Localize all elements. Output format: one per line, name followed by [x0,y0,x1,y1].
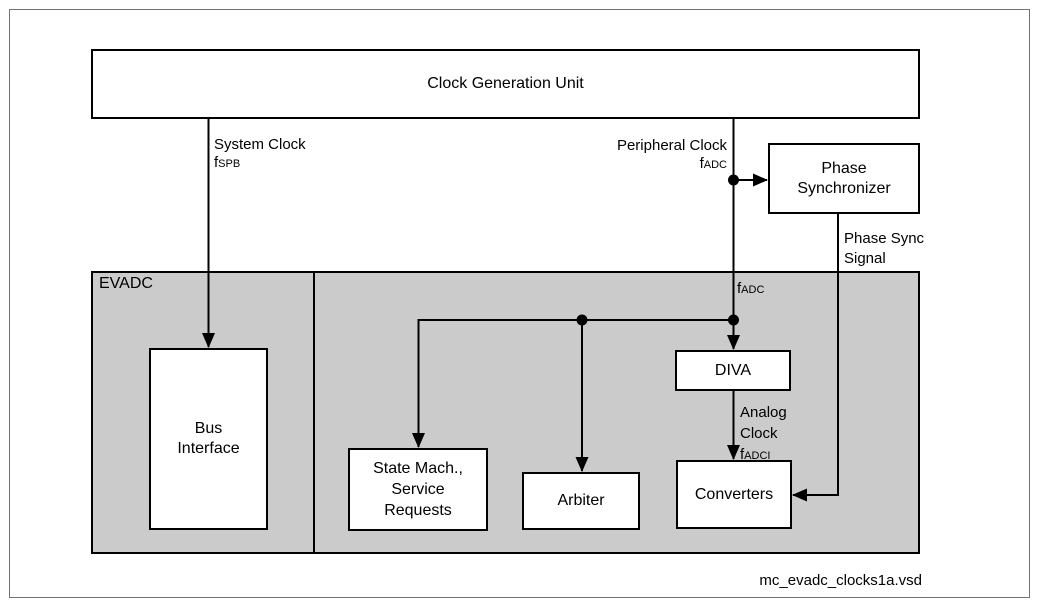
junction-dot-fadc-top [728,174,739,186]
diva-box: DIVA [675,350,791,391]
converters-label: Converters [694,485,774,503]
diva-label: DIVA [714,361,752,379]
evadc-module-label: EVADC [99,275,153,292]
bus-interface-label-line1: Bus [194,420,223,437]
junction-dot-fadc-branch [728,314,739,326]
state-mach-label-line2: Service [391,481,445,498]
bus-interface-label-line2: Interface [177,440,240,457]
junction-dot-arbiter-branch [576,314,588,326]
phase-sync-signal-label: Phase Sync Signal [844,229,924,269]
figure-filename: mc_evadc_clocks1a.vsd [759,572,922,589]
arbiter-box: Arbiter [522,472,640,530]
bus-interface-box: Bus Interface [149,348,268,530]
analog-clock-symbol: fADCI [740,446,771,463]
system-clock-symbol: fSPB [214,154,241,171]
clock-generation-unit-label: Clock Generation Unit [427,75,584,92]
phase-sync-signal-line1: Phase Sync [844,230,925,247]
phase-sync-signal-line2: Signal [844,250,886,267]
connector-to-state-mach [412,319,734,448]
peripheral-clock-symbol: fADC [699,155,727,172]
system-clock-label: System Clock fSPB [214,136,306,173]
converters-box: Converters [676,460,792,529]
fadc-internal-label: fADC [737,280,765,297]
state-mach-service-requests-box: State Mach., Service Requests [348,448,488,531]
analog-clock-line1: Analog [740,404,787,421]
peripheral-clock-name: Peripheral Clock [616,137,727,154]
peripheral-clock-label: Peripheral Clock fADC [617,137,727,174]
system-clock-name: System Clock [214,136,306,153]
arbiter-label: Arbiter [557,492,605,509]
state-mach-label-line1: State Mach., [373,460,463,477]
clock-generation-unit-box: Clock Generation Unit [91,49,920,119]
analog-clock-line2: Clock [740,425,778,442]
phase-synchronizer-box: Phase Synchronizer [768,143,920,214]
phase-synchronizer-label-line1: Phase [821,159,867,177]
analog-clock-label: Analog Clock fADCI [740,402,787,467]
phase-synchronizer-label-line2: Synchronizer [797,179,891,197]
state-mach-label-line3: Requests [384,502,452,519]
evadc-section-divider [313,271,315,554]
connector-phase-sync-signal [792,214,839,502]
